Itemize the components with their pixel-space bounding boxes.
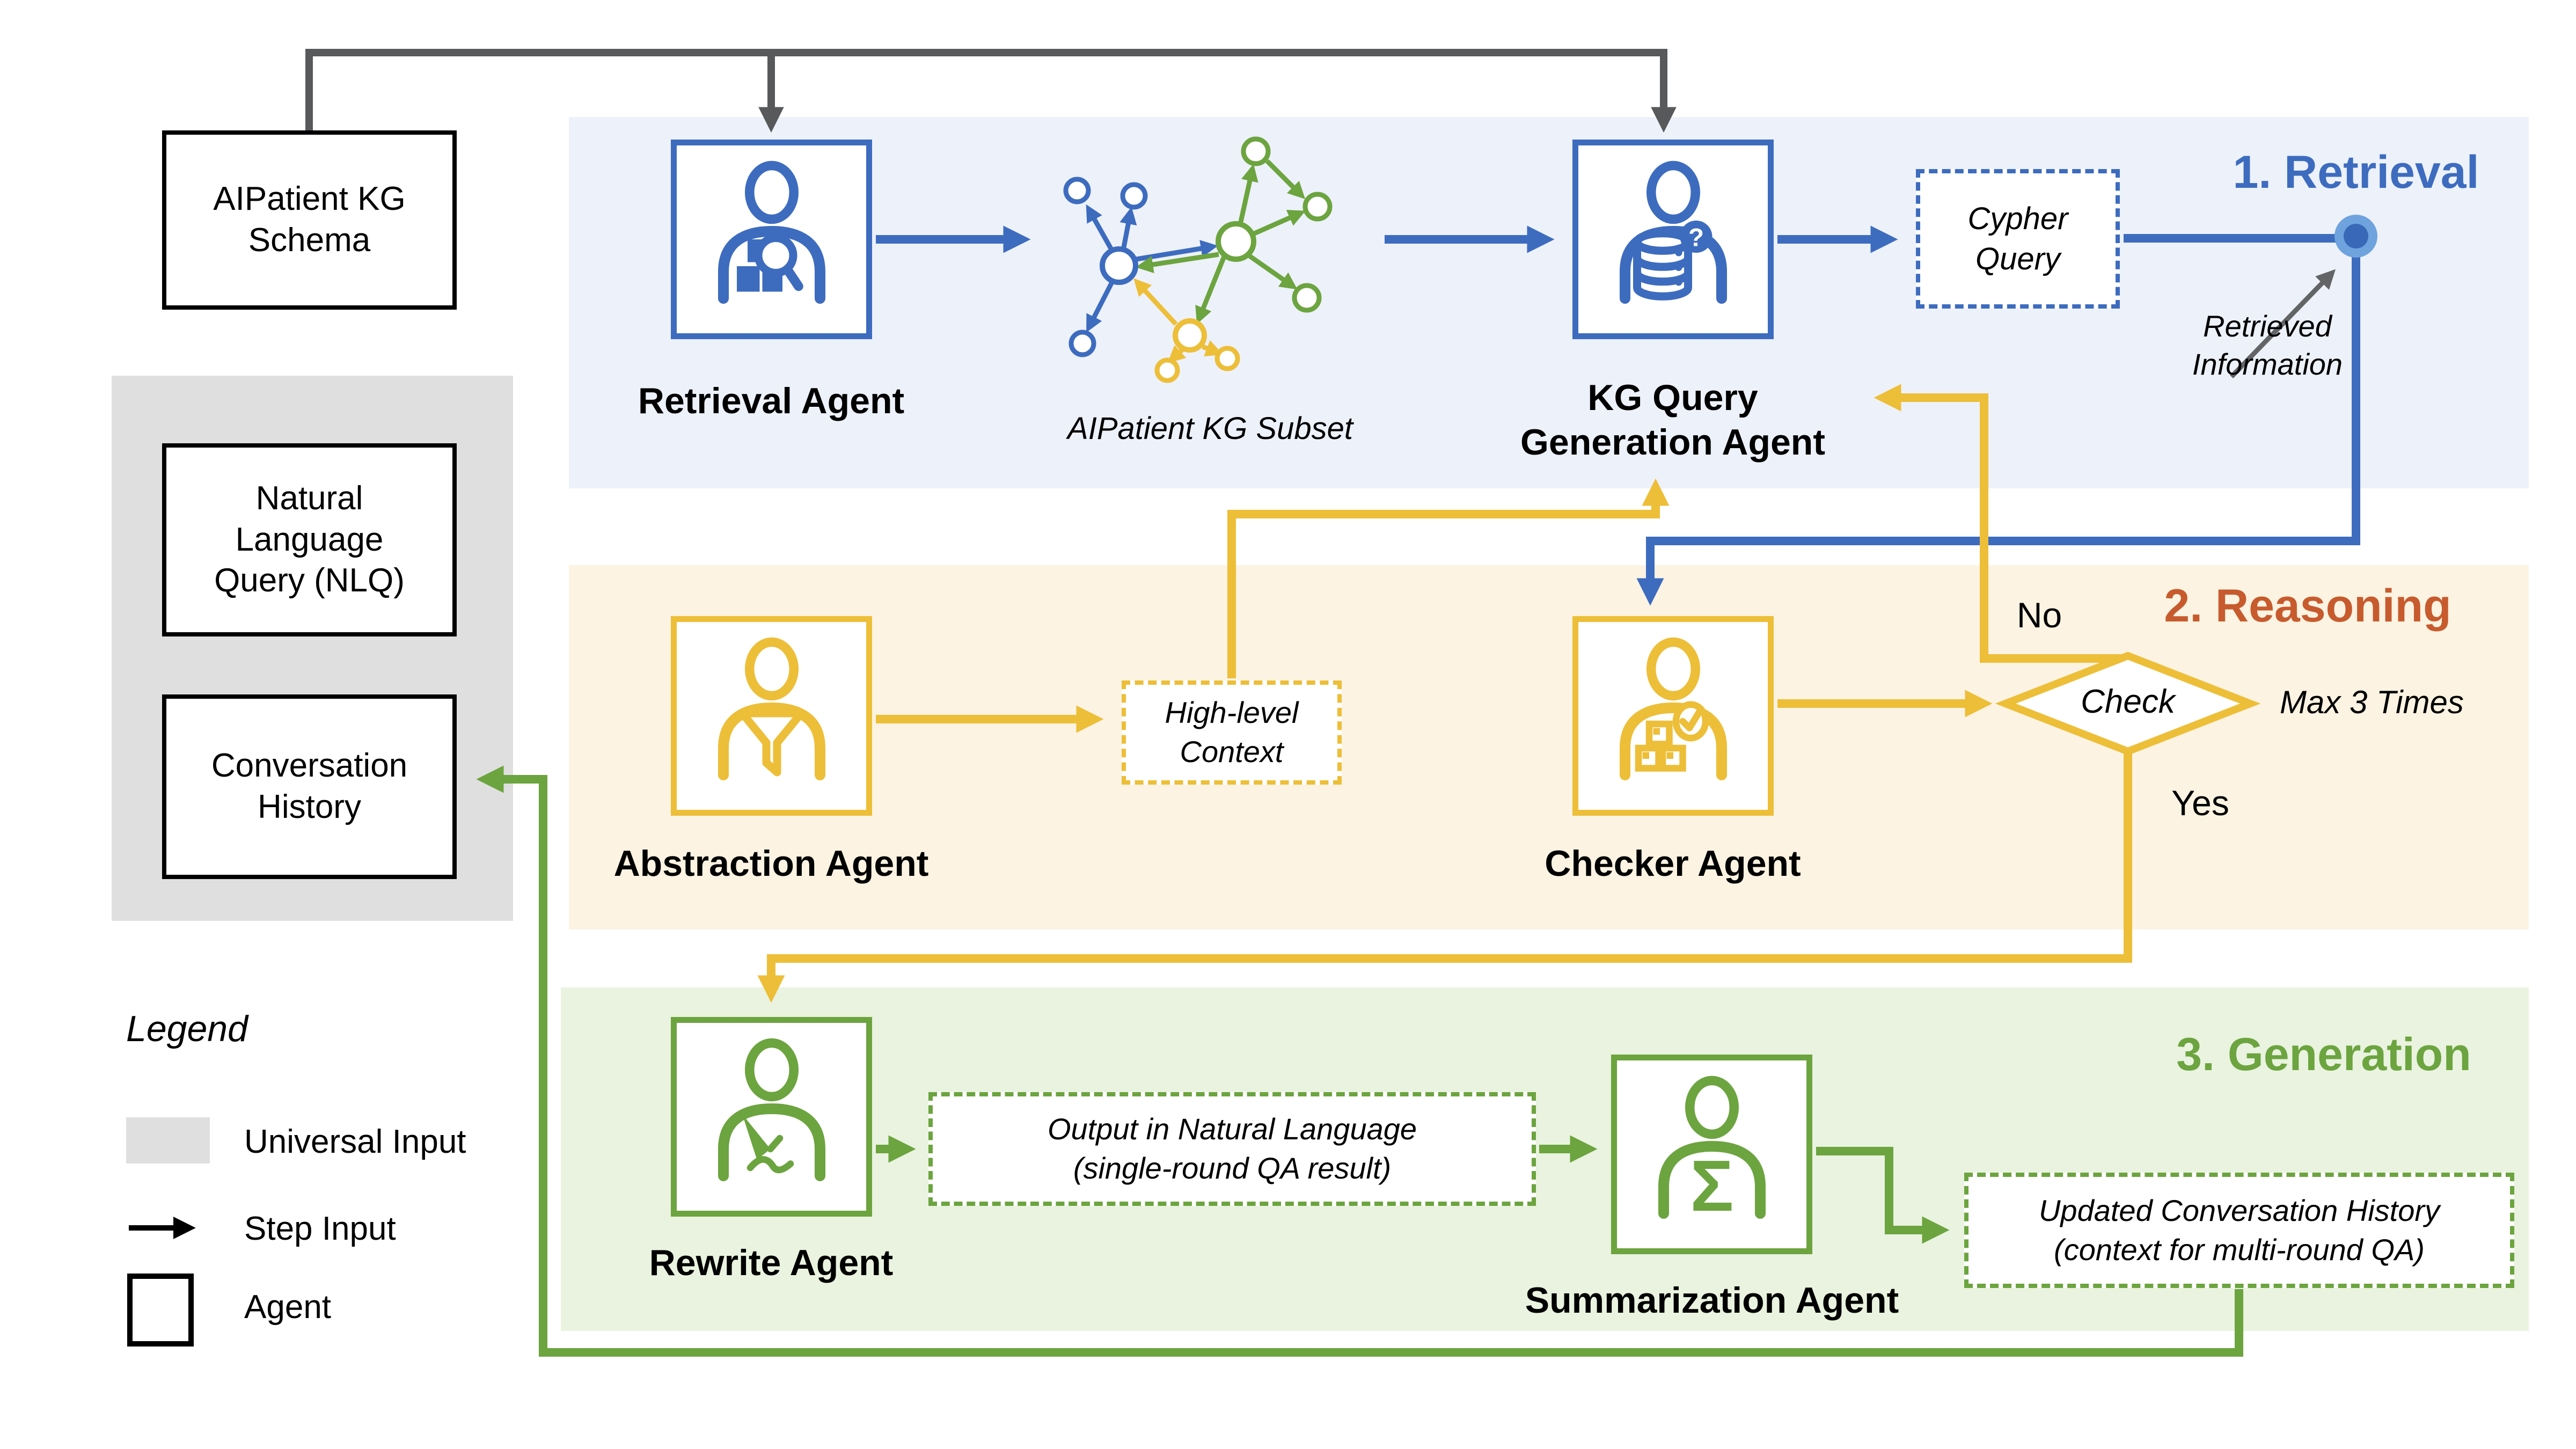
sigma-glyph: Σ (1690, 1145, 1733, 1226)
legend-step-input-label: Step Input (244, 1210, 396, 1247)
reasoning-flow-arrows (757, 384, 2132, 1003)
rewrite-agent-label: Rewrite Agent (649, 1242, 894, 1283)
max-3-times-label: Max 3 Times (2280, 684, 2464, 720)
retrieval-panel (569, 117, 2529, 488)
output-natural-language-label: Output in Natural Language (single-round… (1047, 1112, 1417, 1185)
arrow-check-yes-to-rewrite (757, 751, 2132, 1003)
high-level-context-label: High-level Context (1165, 696, 1299, 769)
no-label: No (2016, 595, 2062, 635)
updated-history-label: Updated Conversation History (context fo… (2038, 1193, 2440, 1267)
legend-title: Legend (126, 1008, 248, 1049)
reasoning-title: 2. Reasoning (2164, 580, 2451, 632)
updated-history-box: Updated Conversation History (context fo… (1964, 1173, 2514, 1288)
check-diamond (1995, 652, 2261, 756)
checker-agent-box (1572, 616, 1774, 816)
schema-input-path (305, 49, 1677, 133)
checker-agent-label: Checker Agent (1545, 843, 1801, 884)
person-funnel-icon (718, 637, 825, 780)
person-writing-icon (718, 1038, 825, 1181)
high-level-context-box: High-level Context (1122, 680, 1342, 785)
kg-subset-graph (1063, 136, 1333, 383)
summarization-agent-box: Σ (1611, 1055, 1812, 1254)
abstraction-agent-box (671, 616, 872, 816)
aipatient-kg-schema-box: AIPatient KG Schema (162, 130, 457, 310)
retrieval-agent-box (671, 140, 872, 339)
reasoning-panel (569, 565, 2529, 930)
arrow-context-to-kg-query-agent (1227, 478, 1670, 678)
conversation-history-label: Conversation History (211, 747, 408, 825)
retrieved-info-annotation-arrow (2229, 269, 2336, 379)
question-mark-glyph: ? (1688, 224, 1703, 252)
cypher-query-label: Cypher Query (1967, 201, 2068, 276)
abstraction-agent-label: Abstraction Agent (613, 843, 929, 884)
rewrite-agent-box (671, 1017, 872, 1217)
cypher-query-box: Cypher Query (1916, 169, 2120, 309)
person-database-icon: ? (1619, 160, 1727, 304)
arrow-summarization-to-updated (1816, 1147, 1950, 1244)
nlq-label: Natural Language Query (NLQ) (214, 479, 405, 599)
legend-agent-swatch (127, 1274, 194, 1346)
output-natural-language-box: Output in Natural Language (single-round… (928, 1092, 1536, 1206)
legend-universal-input-label: Universal Input (244, 1123, 466, 1160)
retrieved-info-label: Retrieved Information (2192, 309, 2343, 382)
kg-query-agent-box: ? (1572, 140, 1774, 339)
generation-title: 3. Generation (2176, 1029, 2471, 1080)
yes-label: Yes (2171, 783, 2229, 823)
arrow-updated-to-conversation-history (476, 765, 2243, 1357)
person-check-boxes-icon (1619, 637, 1727, 780)
conversation-history-box: Conversation History (162, 694, 457, 879)
check-label: Check (2081, 683, 2175, 720)
aipatient-kg-schema-label: AIPatient KG Schema (213, 180, 406, 259)
kg-query-agent-label: KG Query Generation Agent (1520, 377, 1825, 463)
retrieval-flow-arrows (876, 225, 2360, 606)
legend-agent-label: Agent (244, 1289, 332, 1326)
legend-universal-input-swatch (126, 1117, 210, 1163)
nlq-box: Natural Language Query (NLQ) (162, 443, 457, 636)
retrieval-agent-label: Retrieval Agent (638, 380, 905, 421)
kg-subset-label: AIPatient KG Subset (1067, 411, 1353, 446)
summarization-agent-label: Summarization Agent (1525, 1280, 1899, 1321)
retrieval-title: 1. Retrieval (2233, 147, 2479, 198)
retrieved-info-dot (2334, 215, 2377, 258)
person-search-icon (718, 160, 825, 304)
person-sigma-icon: Σ (1658, 1075, 1766, 1226)
generation-flow-arrows (476, 765, 2243, 1357)
arrow-check-no-loop (1874, 384, 2128, 663)
arrow-retrieved-to-checker (1636, 253, 2360, 606)
